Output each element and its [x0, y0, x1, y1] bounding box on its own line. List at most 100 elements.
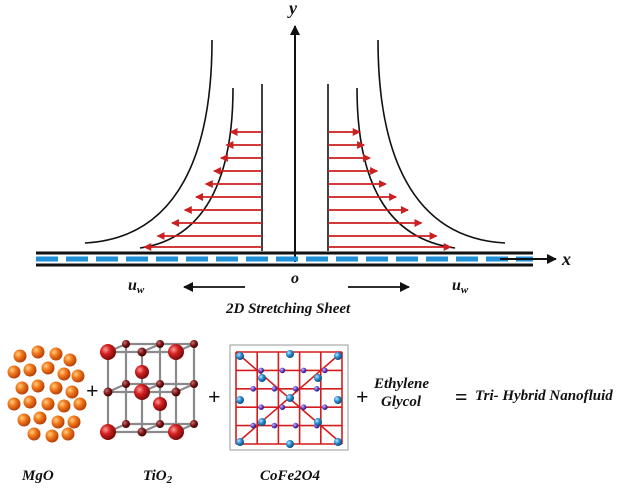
tio2-atom: [135, 365, 149, 379]
cofe2o4-atom-purple: [250, 386, 256, 392]
tio2-atom: [171, 387, 181, 397]
cofe2o4-atom-blue: [236, 438, 244, 446]
profile-curve-left: [139, 87, 234, 249]
mgo-sphere: [15, 381, 29, 395]
cofe2o4-atom-blue: [286, 394, 294, 402]
cofe2o4-atom-blue: [334, 352, 342, 360]
cofe2o4-atom-blue: [314, 374, 322, 382]
cofe2o4-atom-purple: [292, 422, 299, 429]
cofe2o4-atom-blue: [258, 374, 266, 382]
cofe2o4-atom-purple: [271, 422, 278, 429]
plus-sign-3: +: [356, 384, 369, 409]
tio2-atom: [153, 397, 167, 411]
tio2-atom: [137, 427, 147, 437]
tio2-atom: [134, 384, 150, 400]
mgo-sphere: [13, 349, 27, 363]
cofe2o4-atom-purple: [250, 422, 256, 429]
tio2-crystal-lattice: [100, 340, 198, 440]
wall-velocity-label-right: uw: [452, 277, 469, 296]
cofe2o4-atom-purple: [271, 386, 278, 392]
cofe2o4-atom-blue: [286, 350, 294, 358]
stretching-sheet: [36, 251, 533, 267]
equals-sign: =: [455, 384, 468, 409]
cofe2o4-atom-purple: [279, 367, 286, 374]
mgo-sphere: [65, 385, 79, 399]
mgo-sphere: [41, 361, 55, 375]
tio2-atom: [103, 387, 113, 397]
mgo-sphere: [23, 363, 37, 377]
tio2-atom-small: [122, 420, 130, 428]
tio2-atom-small: [190, 380, 198, 388]
tio2-atom-small: [122, 380, 130, 388]
cofe2o4-atom-purple: [258, 367, 265, 374]
cofe2o4-atom-purple: [292, 386, 299, 392]
tio2-atom-small: [156, 380, 164, 388]
mgo-label: MgO: [22, 468, 54, 484]
mgo-sphere: [45, 429, 59, 443]
mgo-sphere: [27, 427, 41, 441]
mgo-sphere: [67, 415, 81, 429]
mgo-sphere: [57, 367, 71, 381]
cofe2o4-atom-blue: [236, 396, 244, 404]
result-label: Tri- Hybrid Nanofluid: [475, 388, 613, 404]
tio2-atom: [168, 424, 184, 440]
tio2-atom-small: [156, 340, 164, 348]
tio2-atom: [100, 424, 116, 440]
cofe2o4-atom-blue: [236, 352, 244, 360]
cofe2o4-atom-purple: [322, 404, 328, 411]
mgo-sphere: [33, 411, 47, 425]
mgo-sphere: [17, 413, 31, 427]
cofe2o4-label: CoFe2O4: [260, 468, 320, 484]
mgo-sphere: [31, 345, 45, 359]
velocity-profile-arrows-left: [143, 128, 262, 251]
tio2-atom-small: [190, 340, 198, 348]
cofe2o4-atom-blue: [286, 440, 294, 448]
mgo-sphere: [7, 397, 21, 411]
plus-sign-2: +: [208, 384, 221, 409]
mgo-sphere: [49, 347, 63, 361]
wall-velocity-label-left: uw: [128, 277, 145, 296]
mgo-nanoparticles: [7, 345, 87, 443]
cofe2o4-atom-purple: [300, 404, 307, 411]
mgo-sphere: [57, 399, 71, 413]
mgo-sphere: [41, 397, 55, 411]
tio2-label: TiO2: [143, 468, 173, 486]
cofe2o4-atom-purple: [314, 386, 320, 392]
mgo-sphere: [31, 379, 45, 393]
origin-label: o: [291, 270, 299, 287]
tio2-atom: [168, 344, 184, 360]
cofe2o4-atom-blue: [334, 396, 342, 404]
cofe2o4-atom-purple: [258, 404, 265, 411]
mgo-sphere: [61, 427, 75, 441]
cofe2o4-atom-blue: [334, 438, 342, 446]
cofe2o4-atom-purple: [300, 367, 307, 374]
y-axis-label: y: [289, 0, 297, 18]
cofe2o4-atom-purple: [279, 404, 286, 411]
tio2-atom: [137, 347, 147, 357]
profile-curve-right: [356, 87, 456, 249]
cofe2o4-atom-purple: [322, 367, 328, 374]
plus-sign-1: +: [86, 378, 99, 403]
mgo-sphere: [23, 395, 37, 409]
x-axis-label: x: [562, 249, 571, 269]
mgo-sphere: [71, 369, 85, 383]
base-fluid-line-1: Ethylene: [374, 376, 429, 392]
mgo-sphere: [51, 415, 65, 429]
cofe2o4-crystal-structure: [235, 350, 343, 448]
tio2-atom-small: [156, 420, 164, 428]
tio2-atom: [100, 344, 116, 360]
cofe2o4-atom-blue: [314, 418, 322, 426]
tio2-atom-small: [190, 420, 198, 428]
tio2-atom-small: [122, 340, 130, 348]
velocity-profile-arrows-right: [328, 128, 452, 251]
outer-boundary-right: [377, 39, 506, 244]
base-fluid-line-2: Glycol: [381, 394, 421, 410]
mgo-sphere: [7, 365, 21, 379]
outer-boundary-left: [84, 39, 213, 244]
mgo-sphere: [73, 397, 87, 411]
mgo-sphere: [49, 381, 63, 395]
mgo-sphere: [63, 353, 77, 367]
cofe2o4-atom-blue: [258, 418, 266, 426]
